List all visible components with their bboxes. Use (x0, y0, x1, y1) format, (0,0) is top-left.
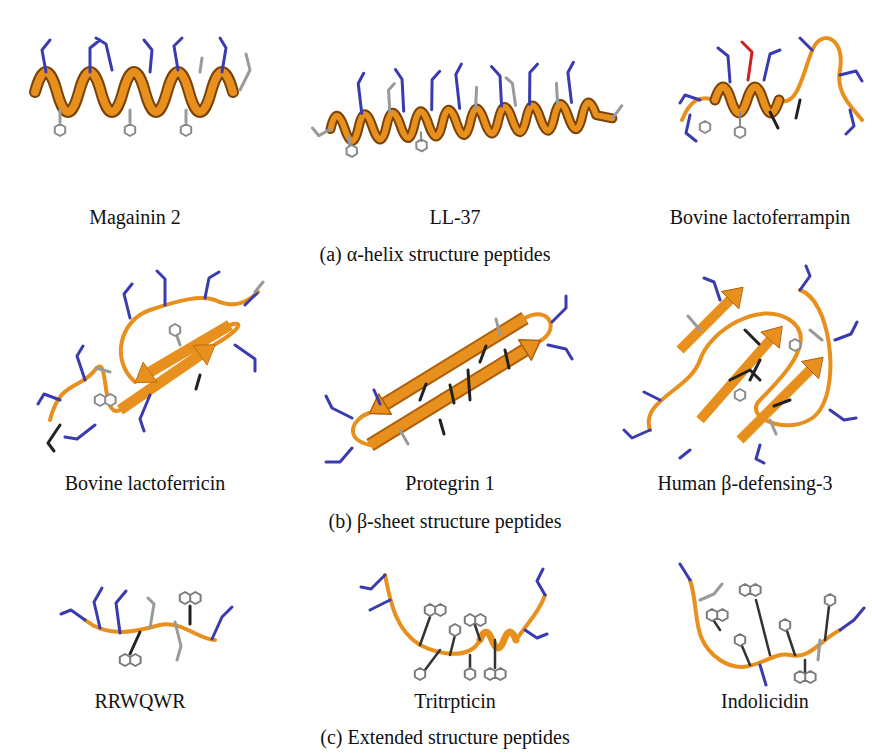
hydrophobic-side-chains (770, 100, 800, 128)
coil-backbone (50, 292, 258, 420)
indolicidin-structure (680, 564, 864, 685)
peptide-name: Human β-defensing-3 (657, 472, 832, 495)
ll37-structure (310, 56, 624, 159)
peptide-name: Tritrpticin (414, 690, 496, 713)
tritrpticin-structure (361, 569, 547, 680)
neutral-side-chains (688, 316, 822, 434)
acidic-side-chain (742, 42, 752, 80)
strand-body (120, 325, 230, 410)
hairpin-loops (353, 314, 551, 445)
aromatic-rings (346, 132, 427, 157)
basic-side-chains (680, 38, 862, 141)
aromatic-rings (735, 339, 800, 401)
basic-side-chains (326, 296, 572, 462)
peptide-name: Indolicidin (721, 690, 809, 713)
peptide-name: RRWQWR (94, 690, 185, 713)
indole-rings (707, 584, 835, 683)
hydrophobic-side-chains (130, 606, 190, 654)
rrwqwr-structure (61, 588, 232, 666)
strand-body (680, 300, 810, 440)
helix-ribbon (480, 632, 516, 648)
lactoferrampin-structure (680, 38, 862, 141)
strand-heads (722, 287, 823, 378)
panel-caption: (b) β-sheet structure peptides (329, 510, 562, 533)
coil-backbone (649, 290, 831, 430)
basic-side-chains (680, 564, 864, 685)
neutral-side-chains (148, 598, 181, 660)
neutral-side-chains (60, 54, 250, 122)
hydrophobic-side-chains (714, 600, 829, 674)
helix-outline (715, 87, 779, 113)
neutral-side-chains (400, 319, 500, 444)
hydrophobic-side-chains (48, 375, 200, 451)
neutral-side-chains (310, 72, 623, 150)
aromatic-rings (55, 124, 191, 136)
basic-side-chains (38, 271, 257, 439)
lactoferricin-structure (38, 271, 263, 451)
peptide-name: Bovine lactoferricin (65, 472, 226, 495)
helix-ribbon (35, 72, 233, 112)
defensin-structure (624, 266, 857, 463)
peptide-name: Protegrin 1 (405, 472, 494, 495)
coil-backbone (690, 580, 840, 667)
helix-outline (35, 72, 233, 112)
basic-side-chains (61, 588, 232, 639)
aromatic-rings (700, 112, 745, 138)
protegrin-structure (326, 296, 572, 462)
hydrophobic-side-chains (420, 346, 509, 434)
indole-rings (415, 604, 506, 680)
basic-side-chains (42, 38, 226, 72)
basic-side-chains (624, 266, 857, 463)
strand-outline (370, 318, 525, 445)
helix-ribbon (330, 101, 613, 142)
indole-rings (120, 592, 201, 666)
peptide-name: Magainin 2 (89, 206, 181, 229)
panel-caption: (a) α-helix structure peptides (320, 243, 551, 266)
neutral-side-chains (700, 584, 820, 660)
aromatic-rings (95, 324, 180, 406)
magainin-structure (35, 38, 250, 136)
strand-body (370, 318, 525, 445)
strand-heads (135, 345, 215, 383)
peptide-name: Bovine lactoferrampin (670, 206, 851, 229)
helix-ribbon (715, 87, 779, 113)
coil-backbone (682, 38, 862, 120)
peptide-name: LL-37 (429, 206, 480, 229)
panel-caption: (c) Extended structure peptides (320, 726, 569, 749)
coil-backbone (385, 575, 545, 654)
helix-outline (330, 101, 613, 142)
